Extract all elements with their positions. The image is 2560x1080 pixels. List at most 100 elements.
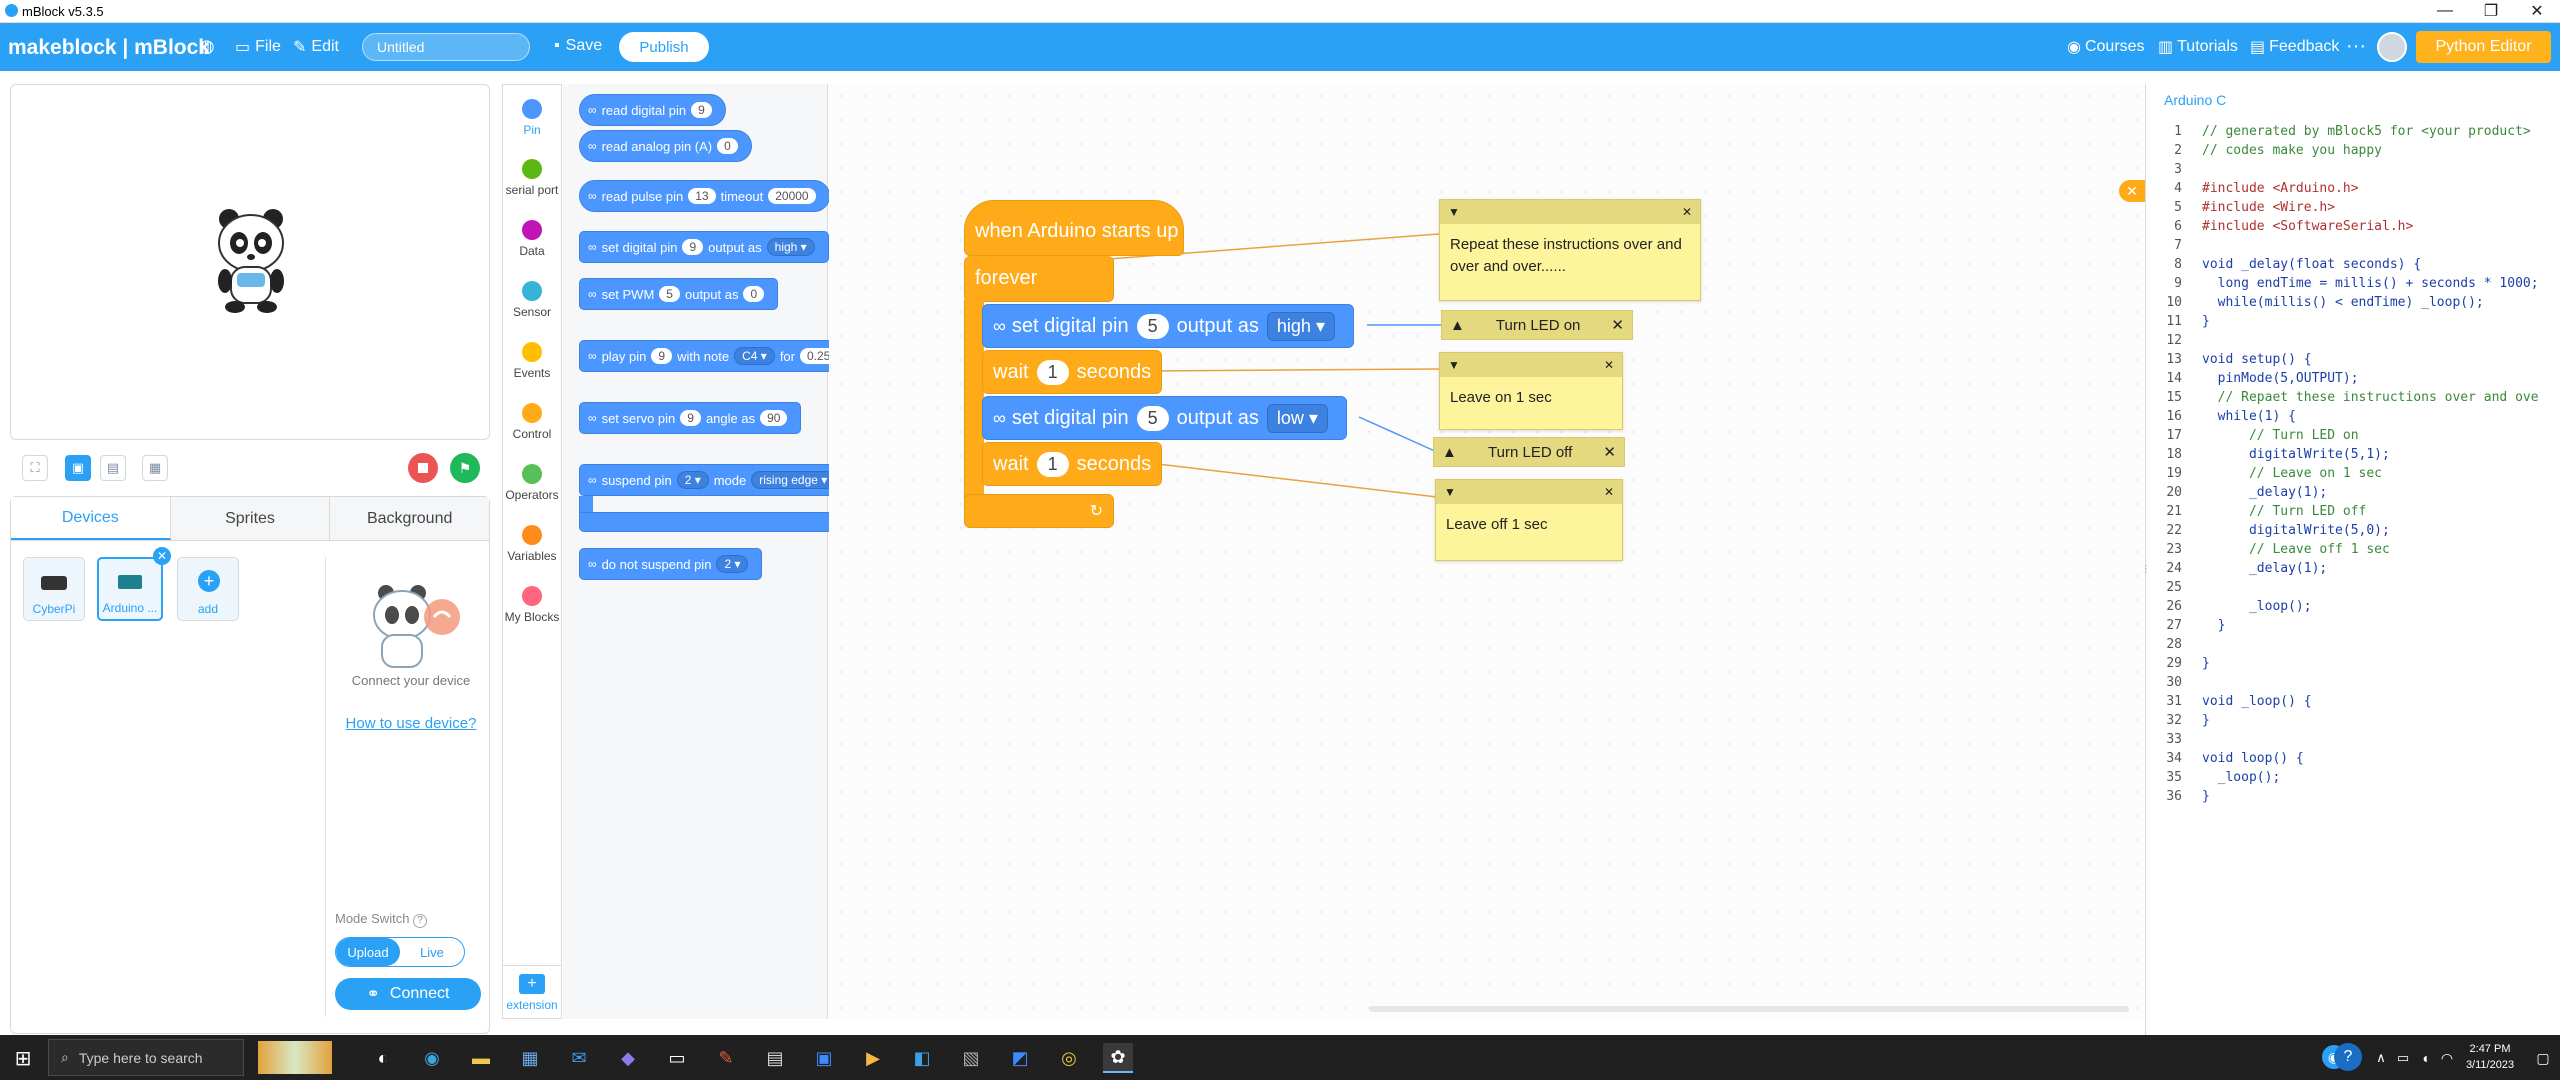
expand-icon[interactable]: ▲ (1442, 443, 1457, 461)
code-line[interactable]: 26 _loop(); (2146, 599, 2311, 618)
edge-browser-icon[interactable]: ◉ (424, 1047, 440, 1068)
code-line[interactable]: 32} (2146, 713, 2209, 732)
code-line[interactable]: 11} (2146, 314, 2209, 333)
mode-live-toggle[interactable]: Live (420, 944, 444, 960)
category-operators[interactable]: Operators (503, 464, 561, 502)
code-line[interactable]: 5#include <Wire.h> (2146, 200, 2335, 219)
comment-header[interactable]: ▼✕ (1436, 480, 1622, 504)
comment-header[interactable]: ▼✕ (1440, 200, 1700, 224)
close-icon[interactable]: ✕ (1603, 358, 1614, 372)
taskbar-app-6-icon[interactable]: ◆ (621, 1047, 635, 1068)
code-line[interactable]: 17 // Turn LED on (2146, 428, 2358, 447)
category-control[interactable]: Control (503, 403, 561, 441)
publish-button[interactable]: Publish (619, 32, 709, 62)
collapse-icon[interactable]: ▼ (1444, 485, 1456, 499)
code-line[interactable]: 23 // Leave off 1 sec (2146, 542, 2390, 561)
category-sensor[interactable]: Sensor (503, 281, 561, 319)
python-editor-button[interactable]: Python Editor (2416, 31, 2551, 63)
file-explorer-icon[interactable]: ▬ (472, 1047, 490, 1068)
collapse-code-panel-icon[interactable]: ✕ (2119, 180, 2145, 202)
store-icon[interactable]: ▦ (521, 1047, 539, 1068)
close-icon[interactable]: ✕ (1603, 485, 1614, 499)
code-line[interactable]: 12 (2146, 333, 2202, 352)
taskbar-app-8-icon[interactable]: ✎ (718, 1047, 734, 1068)
code-line[interactable]: 2// codes make you happy (2146, 143, 2382, 162)
code-line[interactable]: 19 // Leave on 1 sec (2146, 466, 2382, 485)
fullscreen-icon[interactable]: ⛶ (22, 455, 48, 481)
close-button[interactable]: ✕ (2530, 3, 2544, 20)
code-lines[interactable]: 1// generated by mBlock5 for <your produ… (2146, 124, 2560, 1024)
volume-icon[interactable]: ◖ (2420, 1050, 2430, 1066)
edit-menu[interactable]: ✎Edit (293, 38, 339, 56)
category-my-blocks[interactable]: My Blocks (503, 586, 561, 624)
comment-leave-on[interactable]: ▼✕ Leave on 1 sec (1439, 352, 1623, 430)
comment-leave-off[interactable]: ▼✕ Leave off 1 sec (1435, 479, 1623, 561)
close-icon[interactable]: ✕ (1603, 444, 1616, 461)
project-name-input[interactable]: Untitled (362, 33, 530, 61)
collapse-icon[interactable]: ▼ (1448, 358, 1460, 372)
horizontal-scrollbar[interactable] (1369, 1006, 2129, 1012)
taskbar-search-box[interactable]: ⌕Type here to search (48, 1039, 244, 1076)
code-line[interactable]: 30 (2146, 675, 2202, 694)
script-area[interactable]: when Arduino starts up forever ↻ ∞set di… (829, 84, 2145, 1019)
code-line[interactable]: 28 (2146, 637, 2202, 656)
comment-repeat[interactable]: ▼✕ Repeat these instructions over and ov… (1439, 199, 1701, 301)
wifi-icon[interactable]: ◠ (2440, 1049, 2454, 1066)
code-line[interactable]: 21 // Turn LED off (2146, 504, 2366, 523)
code-line[interactable]: 9 long endTime = millis() + seconds * 10… (2146, 276, 2538, 295)
comment-header[interactable]: ▼✕ (1440, 353, 1622, 377)
more-menu[interactable]: ··· (2346, 35, 2366, 57)
taskbar-app-13-icon[interactable]: ▧ (962, 1047, 980, 1068)
code-line[interactable]: 4#include <Arduino.h> (2146, 181, 2358, 200)
close-icon[interactable]: ✕ (1681, 205, 1692, 219)
tutorials-link[interactable]: ▥Tutorials (2158, 38, 2238, 56)
code-line[interactable]: 6#include <SoftwareSerial.h> (2146, 219, 2413, 238)
courses-link[interactable]: ◉Courses (2067, 38, 2145, 56)
code-line[interactable]: 25 (2146, 580, 2202, 599)
maximize-button[interactable]: ❐ (2483, 3, 2499, 20)
code-line[interactable]: 3 (2146, 162, 2202, 181)
code-line[interactable]: 18 digitalWrite(5,1); (2146, 447, 2390, 466)
code-line[interactable]: 15 // Repaet these instructions over and… (2146, 390, 2538, 409)
notifications-icon[interactable]: ▢ (2536, 1049, 2550, 1066)
terminal-icon[interactable]: ▭ (668, 1047, 686, 1068)
device-card-cyberpi[interactable]: CyberPi (23, 557, 85, 621)
grid-view-icon[interactable]: ▦ (142, 455, 168, 481)
media-player-icon[interactable]: ▶ (866, 1047, 880, 1068)
show-hidden-icons[interactable]: ∧ (2376, 1050, 2386, 1065)
file-menu[interactable]: ▭File (235, 38, 281, 56)
code-line[interactable]: 14 pinMode(5,OUTPUT); (2146, 371, 2358, 390)
code-line[interactable]: 29} (2146, 656, 2209, 675)
minimize-button[interactable]: — (2437, 2, 2453, 19)
code-line[interactable]: 33 (2146, 732, 2202, 751)
green-flag-button[interactable]: ⚑ (450, 453, 480, 483)
language-globe-icon[interactable]: ◍ (199, 36, 215, 56)
collapse-icon[interactable]: ▼ (1448, 205, 1460, 219)
save-button[interactable]: ▪Save (554, 37, 603, 54)
how-to-use-link[interactable]: How to use device? (345, 715, 477, 732)
forever-block-foot[interactable]: ↻ (964, 494, 1114, 528)
taskbar-clock[interactable]: 2:47 PM 3/11/2023 (2465, 1043, 2515, 1071)
connect-button[interactable]: ⚭Connect (335, 978, 481, 1010)
code-line[interactable]: 35 _loop(); (2146, 770, 2280, 789)
forever-block[interactable]: forever (964, 256, 1114, 302)
stage-area[interactable] (10, 84, 490, 440)
windows-start-icon[interactable]: ⊞ (14, 1047, 32, 1070)
category-events[interactable]: Events (503, 342, 561, 380)
code-line[interactable]: 22 digitalWrite(5,0); (2146, 523, 2390, 542)
zoom-icon[interactable]: ▣ (815, 1047, 833, 1068)
user-avatar[interactable] (2377, 32, 2407, 62)
